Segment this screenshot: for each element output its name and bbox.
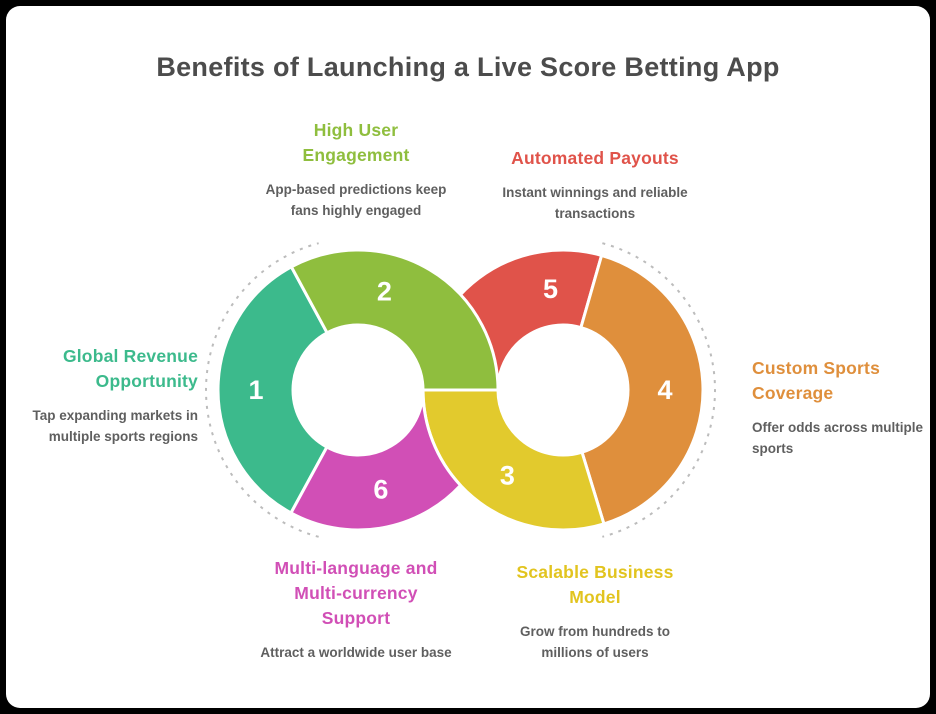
segment-1 <box>216 265 329 515</box>
segment-number-6: 6 <box>373 474 388 504</box>
callout-description: App-based predictions keep fans highly e… <box>265 182 447 218</box>
segment-number-3: 3 <box>500 461 515 491</box>
callout-heading: Global Revenue Opportunity <box>62 346 198 391</box>
decor-dashed-arc <box>602 242 716 538</box>
page-title: Benefits of Launching a Live Score Betti… <box>156 52 780 82</box>
callout-heading: Scalable Business Model <box>516 562 674 607</box>
segment-2 <box>289 248 500 392</box>
callout-scalable-business-model: Scalable Business Model Grow from hundre… <box>469 560 721 663</box>
infinity-donut-chart: 5 4 3 1 2 6 <box>205 242 716 538</box>
callout-automated-payouts: Automated Payouts Instant winnings and r… <box>469 146 721 224</box>
callout-description: Offer odds across multiple sports <box>752 420 924 456</box>
callout-high-user-engagement: High User Engagement App-based predictio… <box>231 118 481 221</box>
callout-description: Attract a worldwide user base <box>260 645 452 660</box>
callout-heading: Automated Payouts <box>511 148 679 168</box>
segment-number-4: 4 <box>657 375 672 405</box>
callout-description: Instant winnings and reliable transactio… <box>502 185 688 221</box>
decor-dashed-arc <box>205 242 319 538</box>
segment-number-5: 5 <box>543 274 558 304</box>
segment-6 <box>289 388 462 532</box>
callout-heading: Custom Sports Coverage <box>752 358 881 403</box>
callout-description: Grow from hundreds to millions of users <box>520 624 670 660</box>
callout-custom-sports-coverage: Custom Sports Coverage Offer odds across… <box>752 356 930 459</box>
infographic-page: Benefits of Launching a Live Score Betti… <box>6 6 930 708</box>
callout-global-revenue-opportunity: Global Revenue Opportunity Tap expanding… <box>16 344 198 447</box>
segment-number-1: 1 <box>248 375 263 405</box>
callout-multi-language-support: Multi-language and Multi-currency Suppor… <box>231 556 481 663</box>
callout-heading: High User Engagement <box>302 120 410 165</box>
callout-description: Tap expanding markets in multiple sports… <box>32 408 198 444</box>
segment-4 <box>579 253 705 526</box>
segment-number-2: 2 <box>377 276 392 306</box>
callout-heading: Multi-language and Multi-currency Suppor… <box>274 558 438 628</box>
